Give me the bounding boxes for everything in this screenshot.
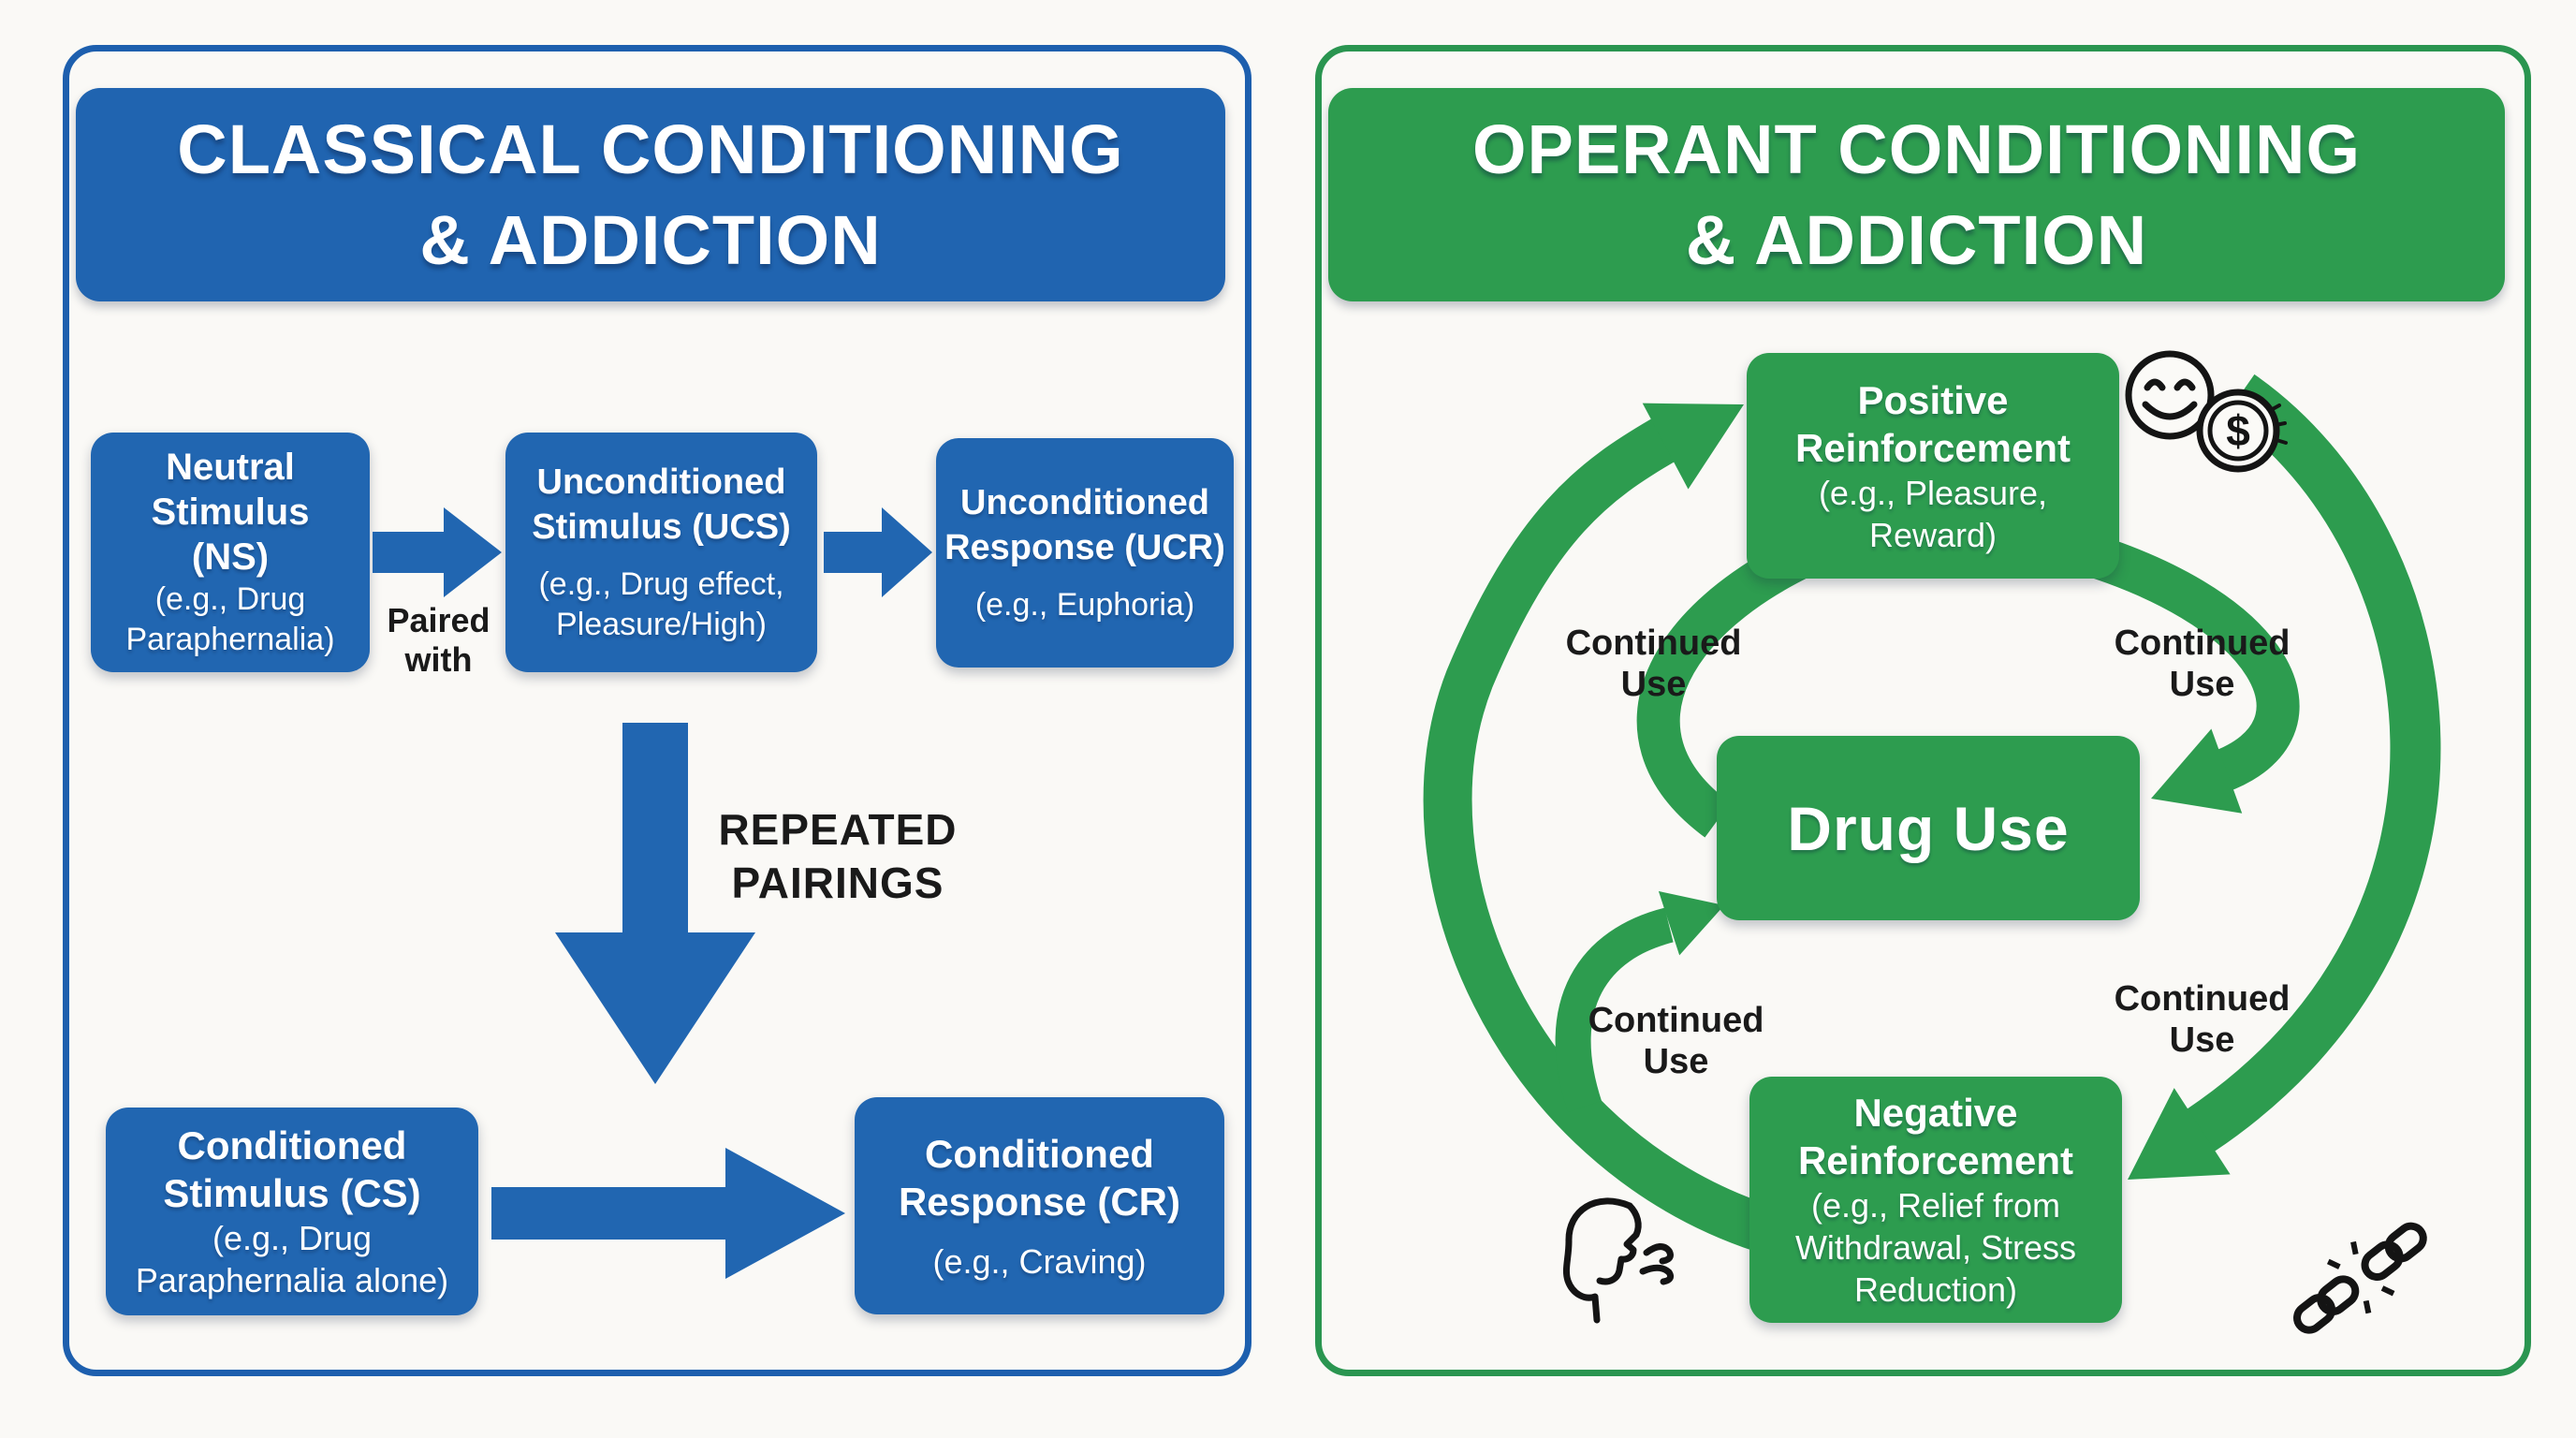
positive-example: Reward) [1868, 515, 1998, 554]
arrowhead-to-drug-use-left [1658, 890, 1724, 956]
classical-panel-title: CLASSICAL CONDITIONING & ADDICTION [76, 88, 1225, 301]
smiley-coin-icon: $ [2125, 350, 2288, 473]
arrow-drug-use-to-negative [2185, 374, 2441, 1152]
unconditioned-stimulus-box: Unconditioned Stimulus (UCS) (e.g., Drug… [505, 433, 817, 672]
conditioned-stimulus-box: Conditioned Stimulus (CS) (e.g., Drug Pa… [106, 1108, 478, 1315]
operant-conditioning-panel [1315, 45, 2531, 1376]
continued-line: Continued [2114, 979, 2291, 1019]
continued-use-label-bottom-right: Continued Use [2106, 978, 2298, 1061]
chain-link [2293, 1294, 2336, 1334]
ucr-line: Unconditioned [960, 483, 1209, 522]
arrowhead-to-drug-use-right [2151, 728, 2243, 814]
positive-example: (e.g., Pleasure, [1818, 473, 2048, 512]
cs-line: Stimulus (CS) [163, 1171, 421, 1215]
positive-line: Reinforcement [1794, 425, 2071, 470]
paired-with-line: Paired [387, 601, 490, 639]
continued-line: Use [1643, 1042, 1709, 1081]
ucs-line: Stimulus (UCS) [532, 507, 791, 547]
ns-line: Stimulus [151, 492, 310, 533]
continued-line: Use [1620, 665, 1687, 704]
classical-title-line2: & ADDICTION [419, 201, 882, 279]
cs-to-cr-arrow [491, 1148, 845, 1279]
exhaling-face-icon [1562, 1197, 1674, 1324]
broken-chain-icon [2293, 1222, 2427, 1334]
cycle-arrows [1423, 374, 2441, 1252]
continued-line: Use [2169, 1020, 2235, 1060]
chain-link [2317, 1275, 2360, 1315]
smiley-eye-right [2174, 378, 2196, 391]
conditioned-response-box: Conditioned Response (CR) (e.g., Craving… [855, 1097, 1224, 1314]
positive-reinforcement-box: Positive Reinforcement (e.g., Pleasure, … [1747, 353, 2119, 579]
continued-use-label-bottom-left: Continued Use [1580, 1000, 1772, 1082]
smiley-face-icon [2125, 350, 2215, 440]
drug-use-box: Drug Use [1717, 736, 2140, 920]
smiley-mouth [2142, 401, 2198, 420]
chain-link [2384, 1222, 2427, 1263]
arrow-positive-to-drug-use-right [2051, 523, 2300, 793]
arrow-negative-to-drug-use [1555, 907, 1675, 1112]
chain-link [2361, 1240, 2404, 1282]
ucr-line: Response (UCR) [944, 528, 1225, 567]
ns-line: (NS) [191, 536, 270, 578]
classical-conditioning-panel [63, 45, 1251, 1376]
negative-line: Reinforcement [1797, 1138, 2074, 1182]
neutral-stimulus-box: Neutral Stimulus (NS) (e.g., Drug Paraph… [91, 433, 370, 672]
break-spark-lines [2326, 1240, 2395, 1314]
paired-with-line: with [404, 640, 473, 679]
arrow-drug-use-to-positive [1423, 418, 1771, 1252]
classical-title-line1: CLASSICAL CONDITIONING [177, 110, 1124, 188]
coin-dollar-sign: $ [2226, 406, 2250, 455]
smiley-eye-left [2144, 378, 2166, 391]
coin-ridges [2269, 404, 2288, 445]
negative-example: Reduction) [1853, 1270, 2018, 1309]
cr-example: (e.g., Craving) [932, 1241, 1147, 1281]
continued-line: Continued [1565, 624, 1742, 663]
operant-title-line1: OPERANT CONDITIONING [1471, 110, 2362, 188]
repeated-line: REPEATED [718, 805, 958, 854]
continued-line: Use [2169, 665, 2235, 704]
ucs-to-ucr-arrow [824, 507, 932, 597]
continued-line: Continued [2114, 624, 2291, 663]
negative-reinforcement-box: Negative Reinforcement (e.g., Relief fro… [1749, 1077, 2122, 1323]
negative-example: Withdrawal, Stress [1794, 1228, 2077, 1267]
drug-use-label: Drug Use [1787, 793, 2070, 863]
operant-title-line2: & ADDICTION [1685, 201, 2148, 279]
face-profile-outline [1596, 1202, 1642, 1285]
unconditioned-response-box: Unconditioned Response (UCR) (e.g., Euph… [936, 438, 1234, 668]
repeated-pairings-label: REPEATED PAIRINGS [697, 803, 978, 910]
negative-example: (e.g., Relief from [1810, 1186, 2061, 1225]
coin-inner-ring [2207, 400, 2269, 462]
continued-use-label-top-left: Continued Use [1558, 623, 1749, 705]
operant-panel-title: OPERANT CONDITIONING & ADDICTION [1328, 88, 2505, 301]
cs-example: Paraphernalia alone) [135, 1261, 449, 1299]
continued-use-label-top-right: Continued Use [2106, 623, 2298, 705]
face-hair-outline [1562, 1197, 1633, 1324]
breath-swirl-lower [1639, 1264, 1674, 1285]
ucs-example: Pleasure/High) [556, 607, 767, 642]
ucr-example: (e.g., Euphoria) [974, 587, 1195, 623]
ns-to-ucs-arrow [373, 507, 502, 597]
repeated-pairings-arrow [555, 723, 755, 1084]
positive-line: Positive [1857, 377, 2009, 422]
ns-line: Neutral [166, 447, 295, 488]
breath-swirl-upper [1643, 1243, 1674, 1265]
ucs-line: Unconditioned [536, 462, 786, 502]
negative-line: Negative [1853, 1091, 2018, 1135]
cs-example: (e.g., Drug [212, 1219, 373, 1257]
ucs-example: (e.g., Drug effect, [538, 566, 784, 602]
repeated-line: PAIRINGS [731, 858, 944, 907]
cr-line: Response (CR) [898, 1179, 1181, 1224]
arrowhead-to-positive [1642, 403, 1744, 490]
cs-line: Conditioned [177, 1123, 407, 1167]
paired-with-label: Paired with [371, 601, 506, 680]
ns-example: (e.g., Drug [154, 581, 306, 617]
continued-line: Continued [1588, 1001, 1764, 1040]
ns-example: Paraphernalia) [125, 622, 335, 657]
cr-line: Conditioned [925, 1131, 1154, 1176]
arrowhead-to-negative [2128, 1088, 2231, 1180]
